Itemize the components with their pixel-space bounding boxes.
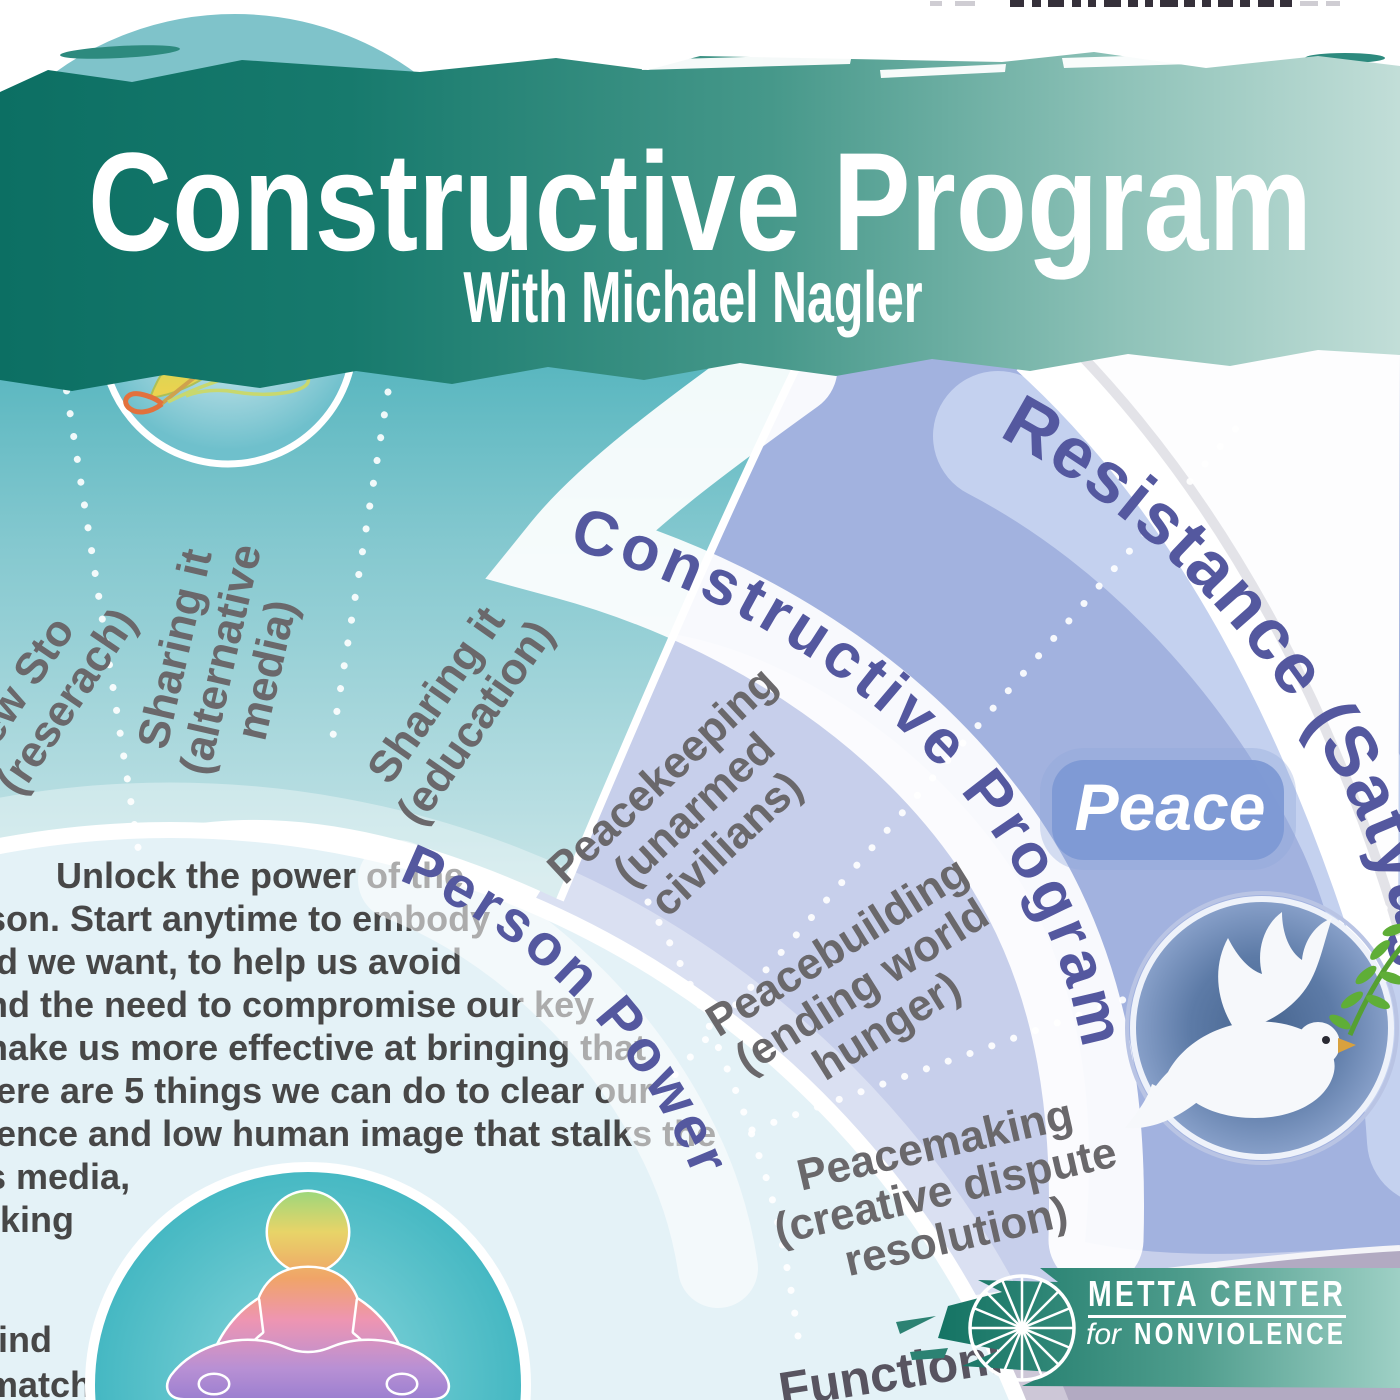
charkha-wheel-icon	[968, 1274, 1076, 1382]
banner-brush-background	[0, 52, 1400, 391]
paragraph-fragment: match	[0, 1364, 92, 1400]
paragraph-line: lere are 5 things we can do to clear our	[0, 1070, 652, 1111]
logo-for: for	[1086, 1318, 1122, 1351]
paragraph-line: lence and low human image that stalks th…	[0, 1113, 716, 1154]
hub-glow	[0, 782, 1069, 1400]
banner: Constructive Program With Michael Nagler	[0, 45, 1400, 391]
paragraph-fragment: find	[0, 1319, 52, 1360]
paragraph-line: nake us more effective at bringing that	[0, 1027, 646, 1068]
dove-eye	[1322, 1036, 1330, 1044]
paragraph-line: s media,	[0, 1156, 130, 1197]
dotted-separator-teal-1	[59, 364, 144, 864]
dotted-separator-ring-2	[748, 900, 1400, 1134]
peace-badge: Peace	[1040, 748, 1296, 870]
dove-beak	[1338, 1038, 1356, 1053]
paragraph-line: nd the need to compromise our key	[0, 984, 594, 1025]
dove-wing	[1218, 912, 1332, 1030]
brush-speck	[896, 1316, 936, 1334]
paragraph-line: ld we want, to help us avoid	[0, 941, 462, 982]
banner-subtitle: With Michael Nagler	[463, 256, 922, 337]
constructive-program-arc-halo	[485, 320, 1145, 1288]
meditator-icon	[85, 1162, 531, 1400]
page-edge-halo	[1016, 329, 1400, 988]
dove-body	[1125, 912, 1340, 1129]
dove-icon	[1125, 891, 1400, 1165]
logo-rule	[1088, 1315, 1346, 1318]
logo-org: NONVIOLENCE	[1134, 1316, 1346, 1351]
olive-branch-stem	[1347, 944, 1400, 1036]
quill-ink-swirl	[123, 391, 164, 415]
page-edge-white	[1045, 350, 1400, 960]
meditator-figure	[166, 1189, 450, 1400]
person-power-arc-halo	[358, 840, 758, 1308]
hub-paragraph: Unlock the power of the son. Start anyti…	[0, 855, 716, 1400]
page-curl-shadow	[1074, 348, 1400, 937]
paragraph-line: rking	[0, 1199, 74, 1240]
cropped-text-marks	[930, 0, 1340, 7]
peace-badge-label: Peace	[1075, 770, 1266, 844]
banner-speck	[60, 45, 180, 59]
banner-white-slashes	[640, 52, 1258, 78]
banner-title: Constructive Program	[88, 123, 1312, 280]
logo-name: METTA CENTER	[1088, 1273, 1346, 1314]
logo-block: METTA CENTER for NONVIOLENCE	[896, 1268, 1400, 1388]
brush-speck	[910, 1348, 948, 1360]
